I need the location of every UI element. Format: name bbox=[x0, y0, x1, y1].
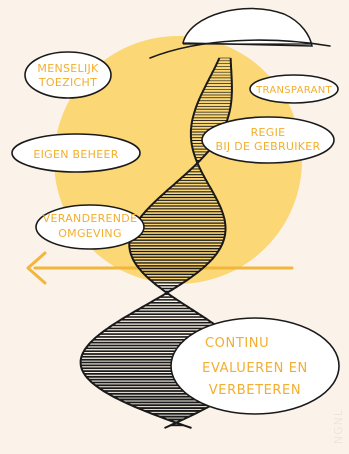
label-own-management: EIGEN BEHEER bbox=[11, 133, 141, 173]
label-human-oversight-line2: TOEZICHT bbox=[38, 76, 97, 89]
label-changing-environment-line2: OMGEVING bbox=[58, 227, 122, 240]
label-continuous-improvement-line3: VERBETEREN bbox=[209, 383, 301, 398]
dome-icon bbox=[149, 7, 331, 59]
label-transparent-text: TRANSPARANT bbox=[255, 85, 332, 96]
label-continuous-improvement-line1: CONTINU bbox=[205, 336, 269, 351]
label-user-control-line2: BIJ DE GEBRUIKER bbox=[215, 140, 320, 153]
label-continuous-improvement-line2: EVALUEREN EN bbox=[202, 361, 308, 376]
label-user-control-line1: REGIE bbox=[251, 126, 286, 139]
label-own-management-text: EIGEN BEHEER bbox=[33, 148, 118, 161]
label-changing-environment-line1: VERANDERENDE bbox=[43, 212, 138, 225]
label-continuous-improvement: CONTINU EVALUEREN EN VERBETEREN bbox=[170, 317, 340, 415]
helix-strand-b bbox=[79, 57, 227, 429]
label-changing-environment: VERANDERENDE OMGEVING bbox=[35, 204, 145, 250]
watermark: NGNL bbox=[332, 408, 345, 444]
label-user-control: REGIE BIJ DE GEBRUIKER bbox=[201, 116, 335, 164]
label-human-oversight-line1: MENSELIJK bbox=[37, 62, 99, 75]
label-transparent: TRANSPARANT bbox=[249, 74, 339, 104]
label-human-oversight: MENSELIJK TOEZICHT bbox=[24, 51, 112, 99]
